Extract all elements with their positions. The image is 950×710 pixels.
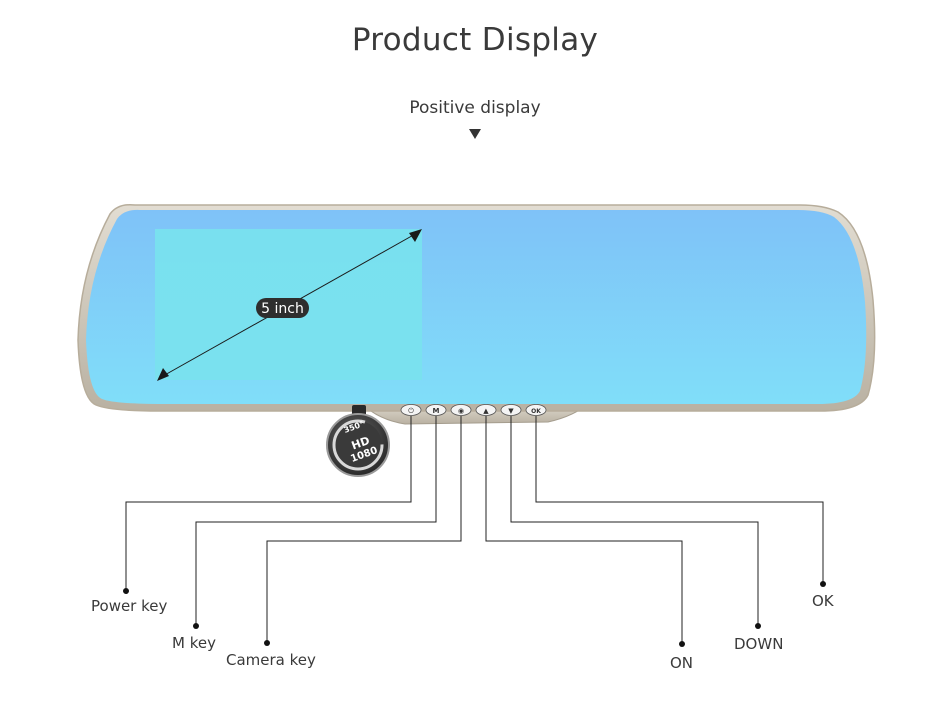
leader-ok	[535, 416, 824, 583]
ok-icon: OK	[531, 408, 541, 415]
button-up[interactable]: ▲	[475, 404, 497, 416]
view-label: Positive display	[409, 98, 541, 118]
button-m[interactable]: M	[425, 404, 447, 416]
leader-dot-power	[123, 588, 129, 594]
button-ok[interactable]: OK	[525, 404, 547, 416]
callout-power-key: Power key	[91, 597, 168, 615]
leader-power	[125, 416, 412, 590]
leader-dot-ok	[820, 581, 826, 587]
down-arrow-icon	[469, 129, 481, 139]
button-camera[interactable]: ◉	[450, 404, 472, 416]
camera-hd-text: HD	[350, 434, 372, 452]
callout-down: DOWN	[734, 635, 784, 653]
leader-on	[485, 416, 683, 643]
callout-ok: OK	[812, 592, 834, 610]
m-icon: M	[433, 407, 440, 415]
page-title: Product Display	[351, 22, 599, 58]
leader-dot-on	[679, 641, 685, 647]
screen-size-text: 5 inch	[261, 301, 304, 317]
leader-down	[510, 416, 759, 625]
leader-dot-down	[755, 623, 761, 629]
leader-m	[195, 416, 437, 625]
screen-size-badge	[256, 298, 309, 318]
callout-camera-key: Camera key	[226, 651, 316, 669]
leader-dot-m	[193, 623, 199, 629]
callout-on: ON	[670, 654, 694, 672]
button-power[interactable]: ⏻	[400, 404, 422, 416]
leader-dot-camera	[264, 640, 270, 646]
arrowhead-bottom-left-icon	[157, 368, 169, 381]
up-arrow-icon: ▲	[483, 407, 489, 415]
power-icon: ⏻	[408, 407, 414, 415]
arrowhead-top-right-icon	[409, 229, 422, 242]
callout-m-key: M key	[172, 634, 216, 652]
camera-icon: ◉	[458, 407, 464, 415]
button-down[interactable]: ▼	[500, 404, 522, 416]
down-arrow-icon: ▼	[508, 407, 514, 415]
leader-camera	[266, 416, 462, 642]
